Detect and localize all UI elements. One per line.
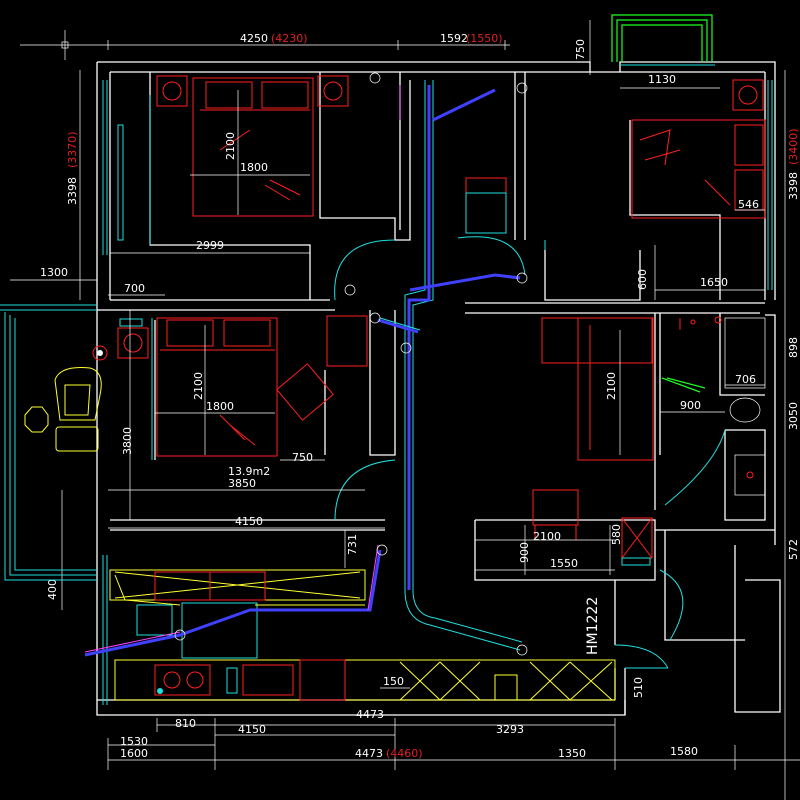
left-dimension-lines [61,70,81,610]
doors [334,236,726,669]
dim-bottom-4473a: 4473 [356,708,384,721]
dim-bottom-1350: 1350 [558,747,586,760]
cabinet [621,517,653,566]
dim-bottom-510: 510 [632,677,645,698]
hvac-ducts [84,72,528,657]
dim-room-3850: 3850 [228,477,256,490]
dim-bed2-1800: 1800 [206,400,234,413]
dim-left-3370: (3370) [66,131,79,168]
balcony-furniture [24,345,108,452]
dim-bottom-4460: (4460) [386,747,423,760]
dim-kitchen-4150: 4150 [235,515,263,528]
dim-bottom-810: 810 [175,717,196,730]
dim-left-3800: 3800 [121,427,134,455]
dim-right-572: 572 [787,539,800,560]
dim-top-4230: (4230) [271,32,308,45]
balcony [0,279,165,581]
dim-top-1130: 1130 [648,73,676,86]
dim-top-1550: (1550) [466,32,503,45]
dim-top-750: 750 [574,39,587,60]
bedroom-3-furniture [465,79,766,300]
dim-bottom-1530: 1530 [120,735,148,748]
dim-right-3400: (3400) [787,128,800,165]
dim-kitchen-731: 731 [346,534,359,555]
dim-bottom-1600: 1600 [120,747,148,760]
dim-living-2100: 2100 [605,372,618,400]
interior-walls [110,72,766,715]
dim-table-900: 900 [518,542,531,563]
dim-balcony-700: 700 [124,282,145,295]
label-area-13-9m2: 13.9m2 [228,465,270,478]
dim-table-580: 580 [610,524,623,545]
dim-bed1-1800: 1800 [240,161,268,174]
dim-left-400: 400 [46,579,59,600]
dim-bed3-1650: 1650 [700,276,728,289]
dim-bed1-2100: 2100 [224,132,237,160]
dim-bed2-750: 750 [292,451,313,464]
bedroom-2-furniture [108,310,368,520]
living-room [475,317,654,575]
dim-table-2100: 2100 [533,530,561,543]
bottom-dimension-lines [107,718,800,770]
dim-bottom-150: 150 [383,675,404,688]
dim-bath-900: 900 [680,399,701,412]
dim-table-1550: 1550 [550,557,578,570]
bathroom [660,316,766,496]
windows [102,64,773,705]
dim-bottom-4150: 4150 [238,723,266,736]
dim-left-3398: 3398 [66,177,79,205]
dim-right-3050: 3050 [787,402,800,430]
dim-bottom-1580: 1580 [670,745,698,758]
dim-bottom-3293: 3293 [496,723,524,736]
dim-bath-706: 706 [735,373,756,386]
top-dimension-lines [20,20,720,89]
dim-top-4250: 4250 [240,32,268,45]
door-stamp-hm1222: HM1222 [585,597,601,655]
dim-right-898: 898 [787,337,800,358]
dim-bed3-600: 600 [636,269,649,290]
dim-bottom-4473b: 4473 [355,747,383,760]
dim-bed1-2999: 2999 [196,239,224,252]
dim-top-1592: 1592 [440,32,468,45]
dim-bed3-546: 546 [738,198,759,211]
dim-bed2-2100: 2100 [192,372,205,400]
bedroom-1-furniture [110,75,349,254]
bay-window-frame [611,14,713,62]
dim-balcony-1300: 1300 [40,266,68,279]
dim-right-3398: 3398 [787,172,800,200]
kitchen [108,527,616,701]
